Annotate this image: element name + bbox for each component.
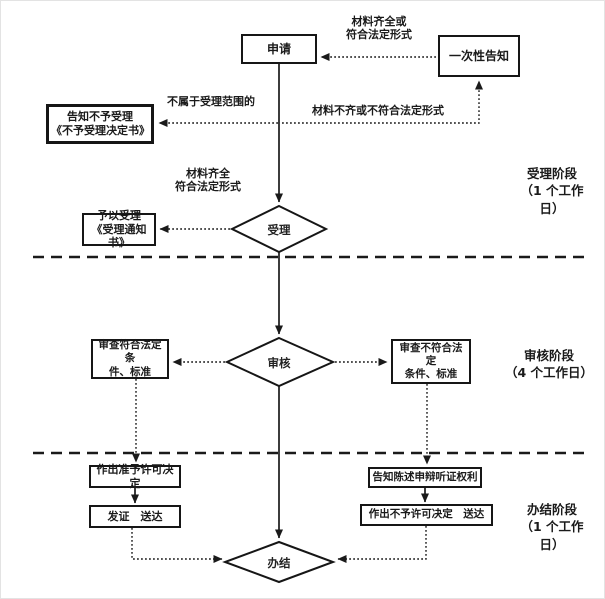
stage-label-review: 审核阶段 （4 个工作日） <box>504 348 594 381</box>
diamond-review-label: 审核 <box>267 356 291 370</box>
diamond-review <box>224 336 336 388</box>
node-review-pass: 审查符合法定条 件、标准 <box>91 339 169 379</box>
node-issue-deliver: 发证 送达 <box>89 505 181 528</box>
node-grant-decision: 作出准予许可决定 <box>89 463 181 490</box>
edge-label-materials-incomplete: 材料不齐或不符合法定形式 <box>312 104 444 117</box>
arrow-incomplete-to-notify-once <box>282 80 483 124</box>
node-review-fail: 审查不符合法定 条件、标准 <box>391 339 471 384</box>
arrow-deny-decision-to-complete <box>337 526 427 563</box>
stage-label-accept: 受理阶段 （1 个工作 日） <box>520 166 584 216</box>
node-accept-notice: 予以受理 《受理通知书》 <box>82 209 156 249</box>
stage-label-complete: 办结阶段 （1 个工作 日） <box>520 502 584 552</box>
node-deny-decision: 作出不予许可决定 送达 <box>360 504 493 526</box>
arrow-issue-deliver-to-complete <box>131 528 223 563</box>
diamond-accept <box>229 204 329 254</box>
node-reject-notice: 告知不予受理 《不予受理决定书》 <box>46 104 154 144</box>
edge-label-materials-complete-or: 材料齐全或 符合法定形式 <box>346 15 412 42</box>
node-apply: 申请 <box>241 34 317 64</box>
diamond-accept-label: 受理 <box>267 223 291 237</box>
edge-label-not-in-scope: 不属于受理范围的 <box>167 95 255 108</box>
diamond-complete <box>222 540 336 584</box>
diamond-complete-label: 办结 <box>267 556 291 570</box>
node-notify-once: 一次性告知 <box>438 35 520 77</box>
node-hearing-rights: 告知陈述申辩听证权利 <box>368 467 482 488</box>
edge-label-materials-complete: 材料齐全 符合法定形式 <box>175 167 241 194</box>
